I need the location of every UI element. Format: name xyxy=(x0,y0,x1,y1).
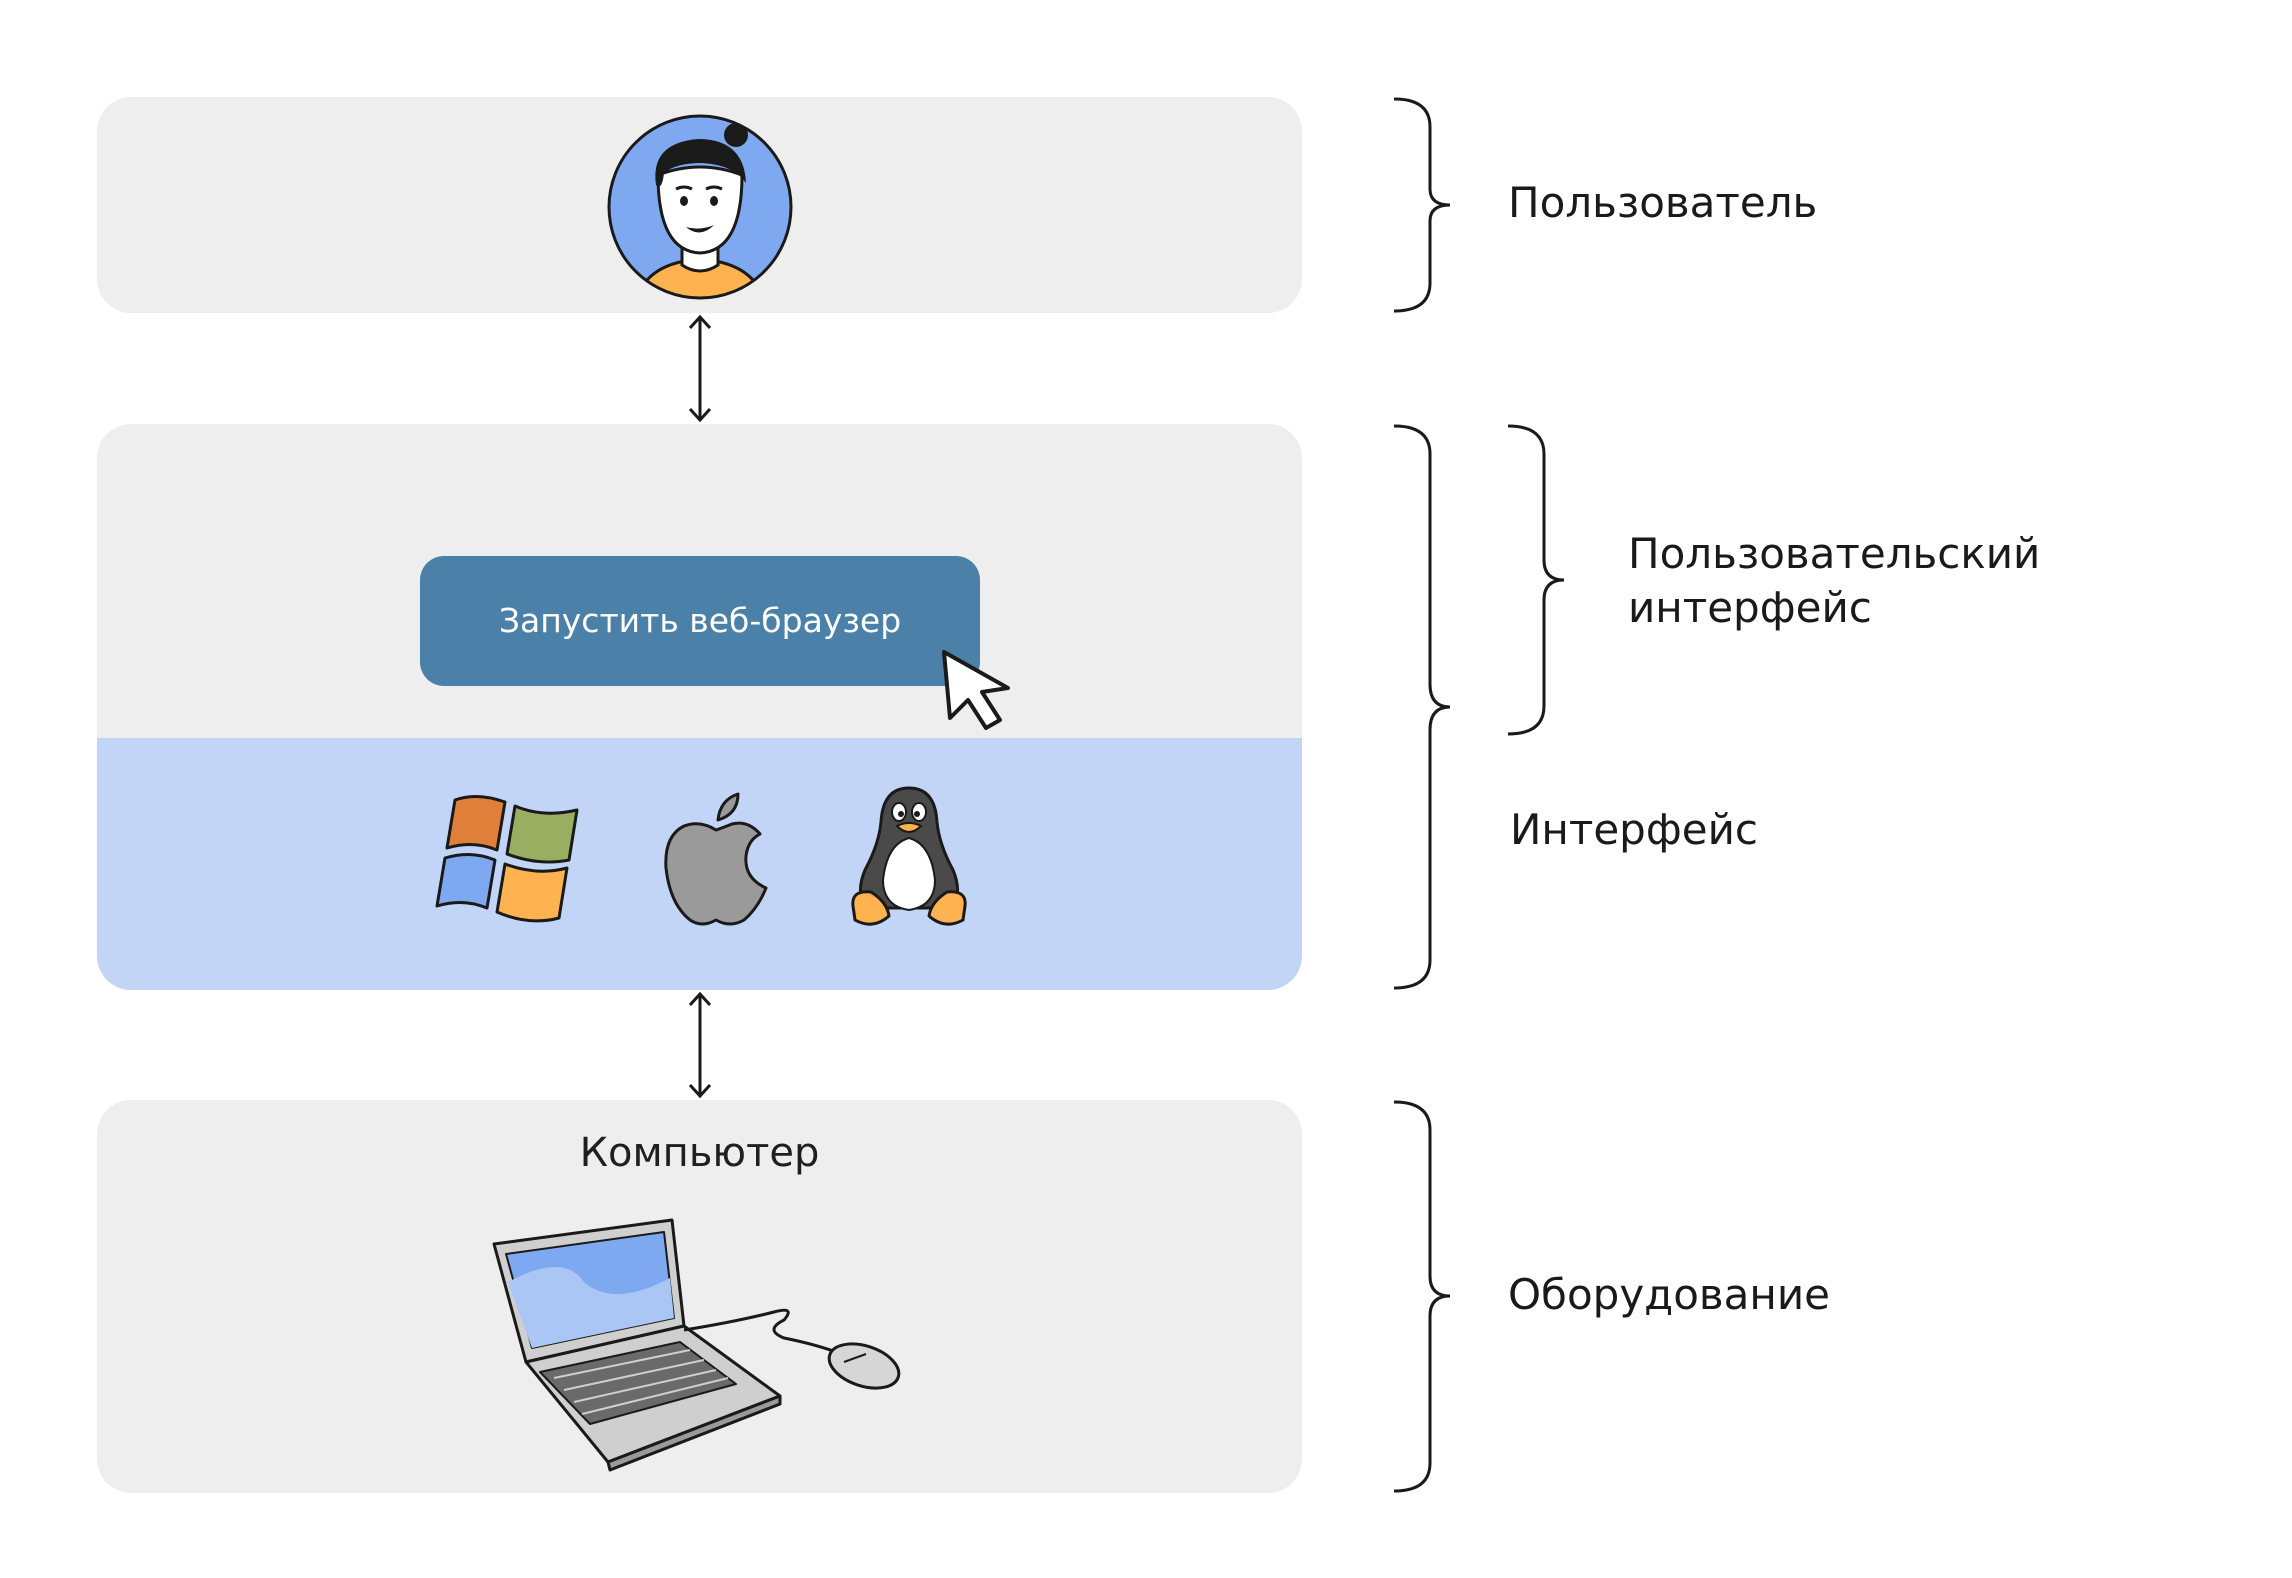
interface-layer-label: Интерфейс xyxy=(1510,805,1758,854)
user-interface-label-line1: Пользовательский xyxy=(1628,529,2041,578)
user-interface-label-line2: интерфейс xyxy=(1628,583,1872,632)
linux-icon xyxy=(851,786,967,926)
launch-browser-button[interactable]: Запустить веб-браузер xyxy=(420,556,980,686)
user-interface-brace-icon xyxy=(1507,424,1565,736)
user-brace-icon xyxy=(1393,97,1451,313)
user-avatar-icon xyxy=(607,114,793,300)
laptop-icon xyxy=(492,1218,901,1472)
mouse-pointer-icon xyxy=(942,650,1010,730)
hardware-layer-label: Оборудование xyxy=(1508,1270,1830,1319)
user-interface-arrow-icon xyxy=(688,314,712,423)
interface-hardware-arrow-icon xyxy=(688,991,712,1099)
apple-icon xyxy=(664,792,768,926)
user-layer-label: Пользователь xyxy=(1508,178,1818,227)
interface-brace-icon xyxy=(1393,424,1451,990)
computer-title: Компьютер xyxy=(579,1130,820,1176)
hardware-brace-icon xyxy=(1393,1100,1451,1493)
windows-icon xyxy=(435,795,579,923)
interface-layer-panel xyxy=(97,424,1302,990)
user-interface-layer-label: Пользовательский интерфейс xyxy=(1628,527,2040,635)
